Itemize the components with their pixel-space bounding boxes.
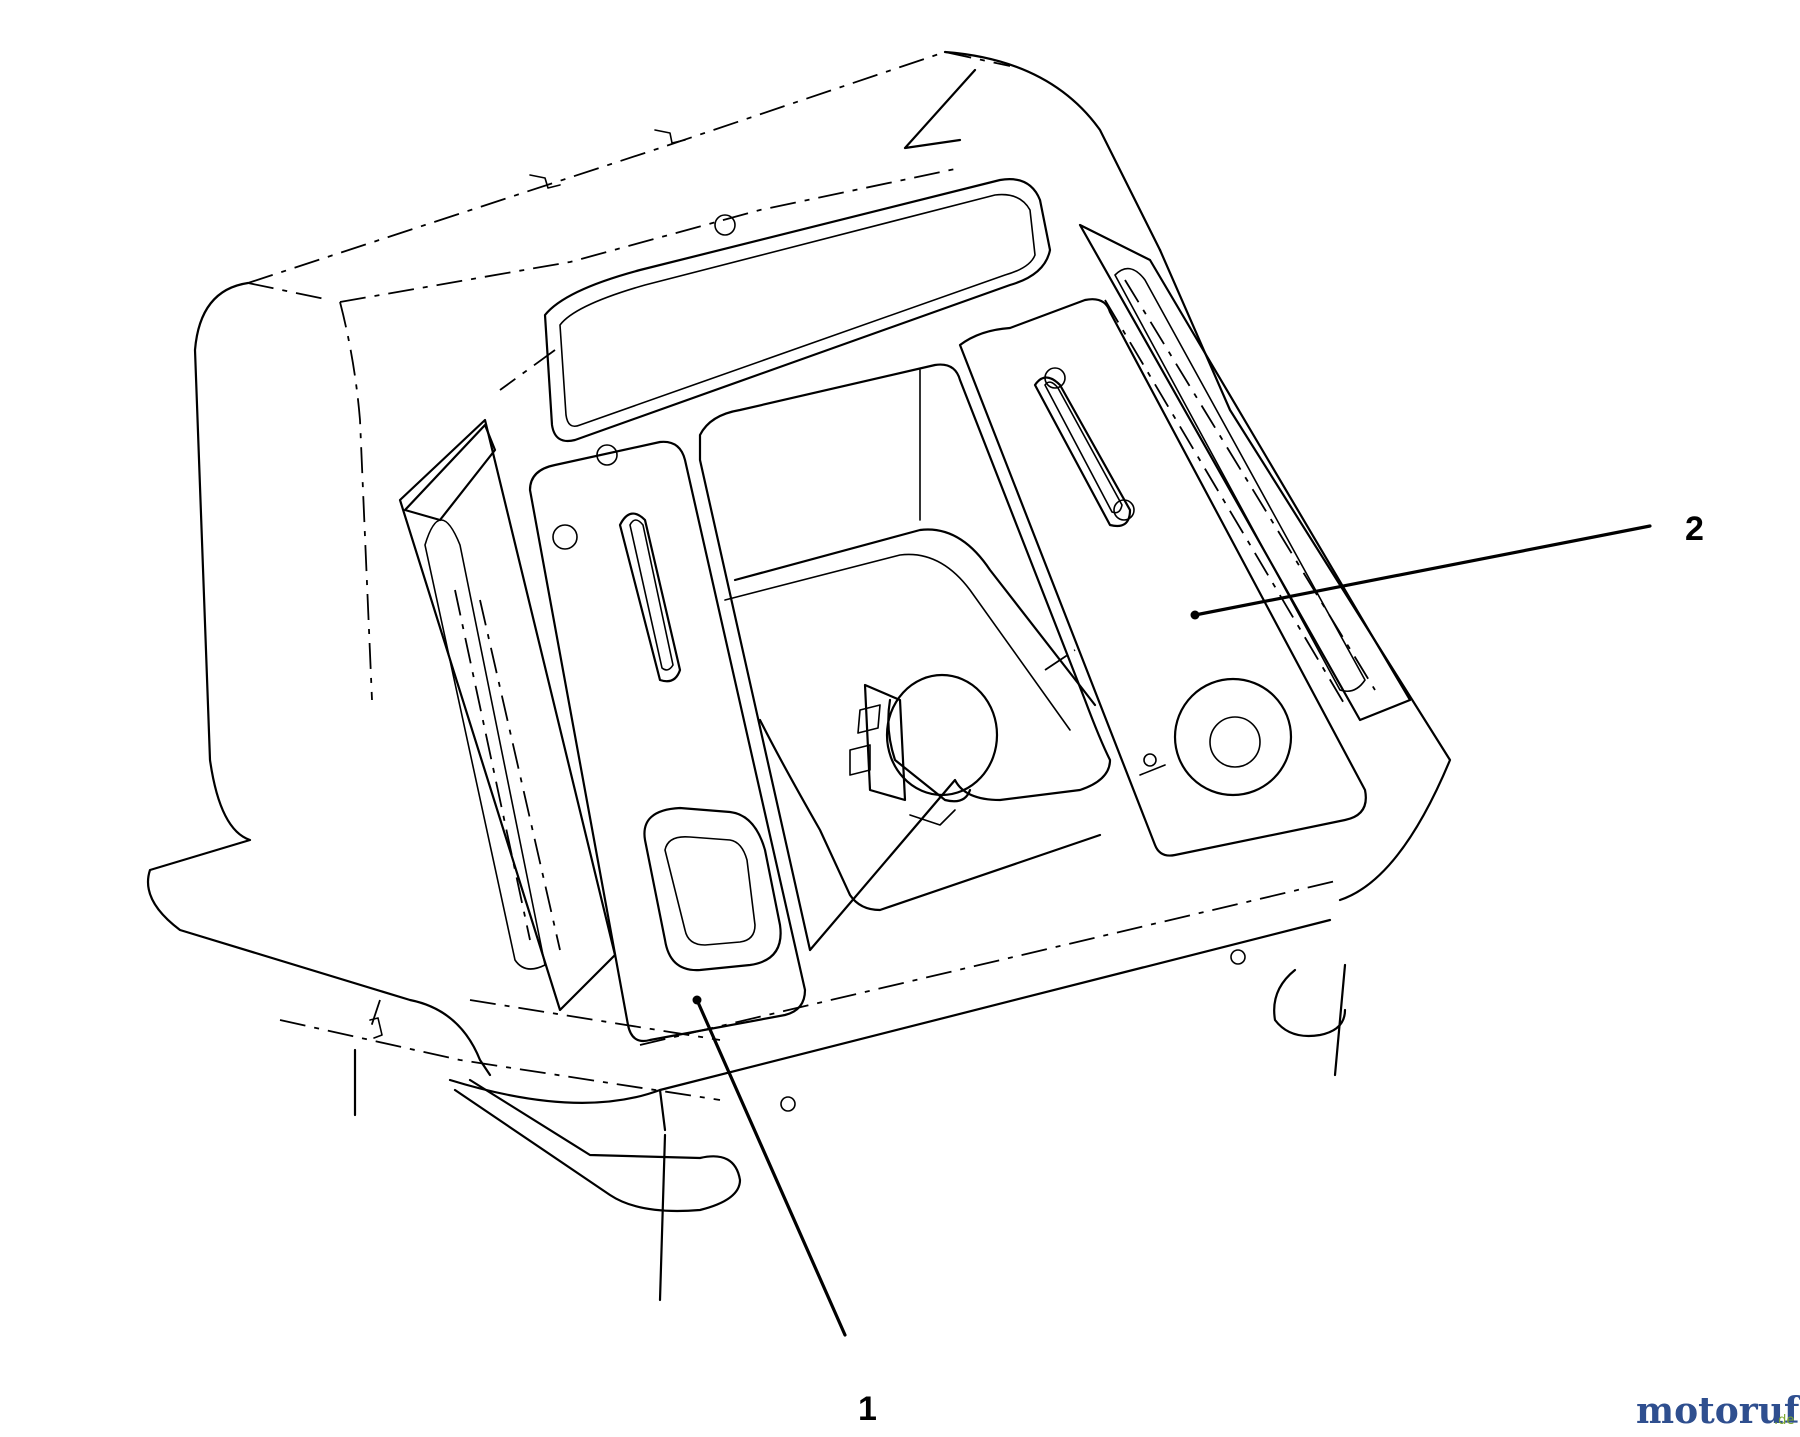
callout-2: 2 — [1190, 510, 1704, 620]
handle-opening — [499, 178, 1052, 443]
watermark-text: motoruf — [1636, 1390, 1800, 1432]
callout-1: 1 — [692, 995, 877, 1428]
center-tray — [698, 363, 1166, 952]
chassis-hidden-lines — [279, 879, 1341, 1112]
right-panel — [958, 298, 1367, 857]
callout-label-1: 1 — [858, 1390, 877, 1428]
right-vent — [1078, 223, 1412, 722]
watermark-logo: motoruf .de — [1636, 1390, 1800, 1432]
shroud-outline — [146, 50, 1452, 1302]
left-vent — [398, 418, 617, 1012]
leader-line-1 — [695, 998, 847, 1337]
key-switch — [849, 673, 999, 826]
watermark-suffix: .de — [1774, 1413, 1794, 1428]
leader-line-2 — [1193, 524, 1652, 617]
callout-label-2: 2 — [1685, 510, 1704, 548]
